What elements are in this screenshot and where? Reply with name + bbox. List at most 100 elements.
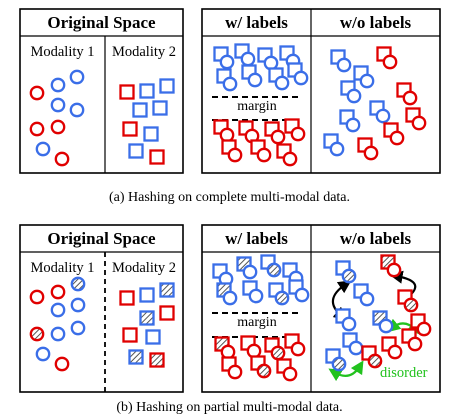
with-labels-title-a: w/ labels — [225, 13, 288, 32]
red-circle-marker — [407, 336, 423, 352]
red-circle-marker — [402, 90, 418, 106]
blue-circle-marker — [50, 326, 66, 342]
blue-circle-marker — [70, 320, 86, 336]
red-circle-marker — [367, 353, 383, 369]
blue-circle-marker — [293, 70, 309, 86]
red-circle-marker — [29, 85, 45, 101]
modality-1-label-a: Modality 1 — [30, 44, 95, 60]
blue-circle-marker — [222, 290, 238, 306]
blue-circle-marker — [263, 55, 279, 71]
blue-circle-marker — [266, 262, 282, 278]
red-circle-marker — [227, 147, 243, 163]
modality-1-label-b: Modality 1 — [30, 260, 95, 276]
blue-circle-marker — [359, 73, 375, 89]
red-circle-marker — [416, 321, 432, 337]
red-circle-marker — [220, 344, 236, 360]
blue-circle-marker — [378, 318, 394, 334]
red-circle-marker — [29, 121, 45, 137]
blue-square-marker — [132, 102, 148, 118]
blue-circle-marker — [247, 72, 263, 88]
red-circle-marker — [54, 151, 70, 167]
blue-circle-marker — [240, 51, 256, 67]
frame-hash-b — [201, 224, 441, 393]
blue-square-marker — [159, 78, 175, 94]
blue-circle-marker — [336, 57, 352, 73]
modality-2-label-a: Modality 2 — [111, 44, 177, 60]
frame-hash-a — [201, 8, 441, 174]
with-labels-title-b: w/ labels — [225, 229, 288, 248]
red-circle-marker — [387, 344, 403, 360]
red-square-marker — [119, 290, 135, 306]
red-circle-marker — [246, 343, 262, 359]
blue-circle-marker — [219, 54, 235, 70]
red-circle-marker — [282, 366, 298, 382]
red-circle-marker — [382, 54, 398, 70]
margin-label-a: margin — [237, 99, 277, 114]
blue-square-marker — [128, 143, 144, 159]
original-space-title-b: Original Space — [47, 229, 156, 248]
red-circle-marker — [403, 297, 419, 313]
shape-layer — [29, 43, 432, 382]
red-circle-marker — [256, 147, 272, 163]
blue-circle-marker — [274, 75, 290, 91]
red-circle-marker — [29, 289, 45, 305]
blue-circle-marker — [50, 77, 66, 93]
red-square-marker — [149, 352, 165, 368]
red-circle-marker — [411, 115, 427, 131]
red-circle-marker — [256, 363, 272, 379]
red-circle-marker — [270, 345, 286, 361]
without-labels-title-b: w/o labels — [339, 229, 412, 248]
blue-circle-marker — [69, 102, 85, 118]
blue-circle-marker — [345, 117, 361, 133]
red-circle-marker — [219, 127, 235, 143]
blue-square-marker — [143, 126, 159, 142]
red-circle-marker — [290, 341, 306, 357]
blue-square-marker — [145, 329, 161, 345]
red-circle-marker — [290, 126, 306, 142]
frame-original-b — [19, 224, 184, 393]
red-square-marker — [122, 327, 138, 343]
blue-circle-marker — [242, 264, 258, 280]
blue-circle-marker — [348, 340, 364, 356]
blue-circle-marker — [359, 291, 375, 307]
red-circle-marker — [282, 151, 298, 167]
blue-square-marker — [128, 349, 144, 365]
swap-arrow-green-2 — [328, 360, 364, 382]
disorder-label: disorder — [380, 365, 428, 381]
caption-a: (a) Hashing on complete multi-modal data… — [108, 190, 351, 205]
blue-circle-marker — [346, 88, 362, 104]
blue-square-marker — [159, 282, 175, 298]
red-circle-marker — [50, 119, 66, 135]
blue-circle-marker — [69, 69, 85, 85]
blue-circle-marker — [222, 76, 238, 92]
blue-circle-marker — [248, 288, 264, 304]
blue-circle-marker — [341, 268, 357, 284]
red-circle-marker — [54, 356, 70, 372]
red-circle-marker — [50, 284, 66, 300]
red-circle-marker — [386, 262, 402, 278]
blue-circle-marker — [294, 287, 310, 303]
blue-circle-marker — [70, 276, 86, 292]
blue-circle-marker — [35, 141, 51, 157]
blue-square-marker — [139, 83, 155, 99]
blue-square-marker — [152, 100, 168, 116]
red-circle-marker — [270, 129, 286, 145]
frame-original-a — [19, 8, 184, 174]
caption-b: (b) Hashing on partial multi-modal data. — [116, 400, 343, 415]
blue-circle-marker — [35, 346, 51, 362]
without-labels-title-a: w/o labels — [339, 13, 412, 32]
red-circle-marker — [227, 364, 243, 380]
red-square-marker — [119, 84, 135, 100]
blue-circle-marker — [329, 141, 345, 157]
red-square-marker — [122, 121, 138, 137]
blue-square-marker — [139, 287, 155, 303]
margin-label-b: margin — [237, 315, 277, 330]
blue-circle-marker — [375, 108, 391, 124]
red-square-marker — [149, 149, 165, 165]
blue-circle-marker — [341, 316, 357, 332]
blue-square-marker — [139, 310, 155, 326]
red-circle-marker — [363, 145, 379, 161]
blue-circle-marker — [50, 302, 66, 318]
